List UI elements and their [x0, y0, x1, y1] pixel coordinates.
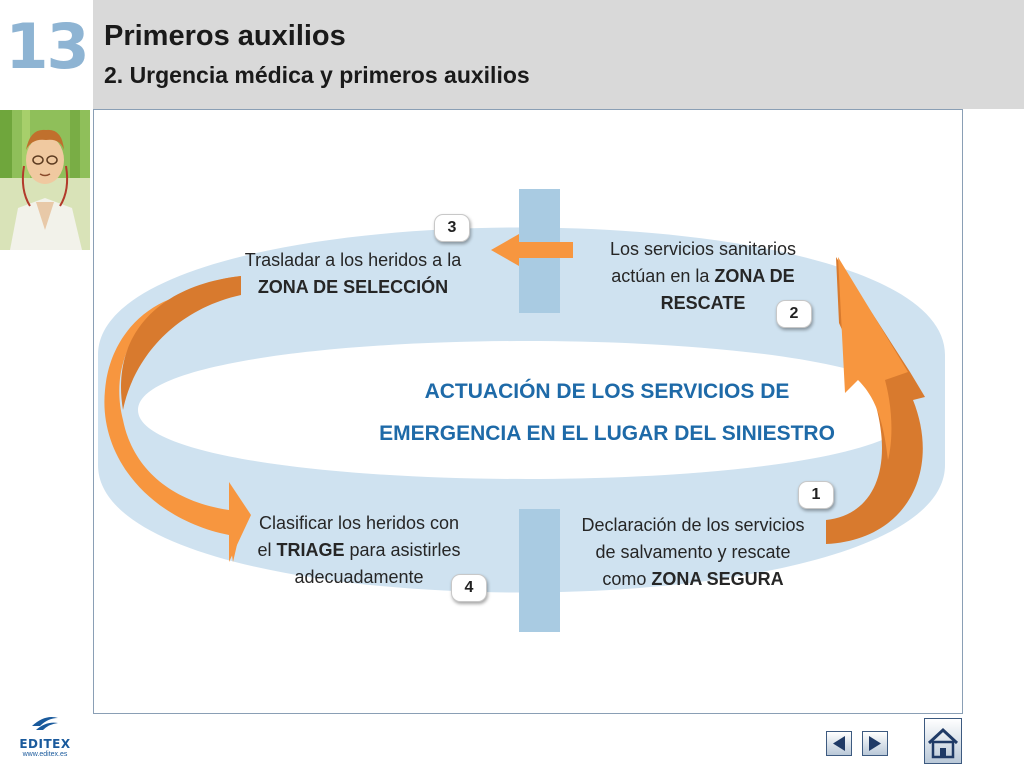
step-4-text: Clasificar los heridos con el TRIAGE par… [237, 510, 481, 591]
logo-name: EDITEX [19, 737, 71, 751]
next-button[interactable] [862, 731, 888, 756]
step-1-line3-bold: ZONA SEGURA [651, 569, 784, 589]
step-badge-3: 3 [434, 214, 470, 242]
step-1-line1: Declaración de los servicios [581, 515, 805, 535]
arrow-head-4 [229, 482, 251, 562]
step-2-line1: Los servicios sanitarios [609, 239, 797, 259]
ring-divider-bottom [519, 509, 560, 632]
step-badge-2: 2 [776, 300, 812, 328]
prev-button[interactable] [826, 731, 852, 756]
editex-logo-icon [32, 717, 58, 730]
step-2-text: Los servicios sanitarios actúan en la ZO… [593, 236, 813, 317]
home-button[interactable] [924, 718, 962, 764]
arrow-step-4-shadow [120, 276, 241, 410]
logo-url: www.editex.es [22, 751, 68, 758]
step-4-line2-b: para asistirles [344, 540, 461, 560]
next-arrow-icon [869, 736, 881, 751]
header-bar [93, 0, 1024, 109]
home-icon [927, 727, 959, 759]
doctor-illustration [0, 110, 90, 250]
step-2-line3-bold: RESCATE [660, 293, 746, 313]
ring-band [98, 227, 945, 593]
step-3-text: Trasladar a los heridos a la ZONA DE SEL… [226, 247, 480, 301]
content-frame [93, 109, 963, 714]
page-subtitle: 2. Urgencia médica y primeros auxilios [104, 62, 530, 88]
step-1-line2: de salvamento y rescate [595, 542, 791, 562]
arrow-step-3 [491, 234, 573, 266]
process-diagram: Los servicios sanitarios actúan en la ZO… [93, 110, 963, 713]
editex-logo: EDITEX www.editex.es [14, 712, 76, 762]
step-2-line2: actúan en la [611, 266, 715, 286]
prev-arrow-icon [833, 736, 845, 751]
diagram-title-line1: ACTUACIÓN DE LOS SERVICIOS DE [424, 380, 790, 403]
page-title: Primeros auxilios [104, 20, 346, 52]
step-4-line3: adecuadamente [294, 567, 424, 587]
step-badge-1: 1 [798, 481, 834, 509]
step-4-line2-a: el [257, 540, 277, 560]
step-4-line1: Clasificar los heridos con [258, 513, 460, 533]
step-4-line2-bold: TRIAGE [276, 540, 345, 560]
step-2-line2-bold: ZONA DE [714, 266, 795, 286]
arrow-step-2-highlight [838, 257, 908, 460]
step-badge-4: 4 [451, 574, 487, 602]
step-1-text: Declaración de los servicios de salvamen… [563, 512, 823, 593]
diagram-title-line2: EMERGENCIA EN EL LUGAR DEL SINIESTRO [379, 422, 835, 445]
step-3-line2-bold: ZONA DE SELECCIÓN [257, 277, 449, 297]
step-3-line1: Trasladar a los heridos a la [244, 250, 462, 270]
chapter-number: 13 [5, 10, 89, 83]
step-1-line3: como [602, 569, 652, 589]
